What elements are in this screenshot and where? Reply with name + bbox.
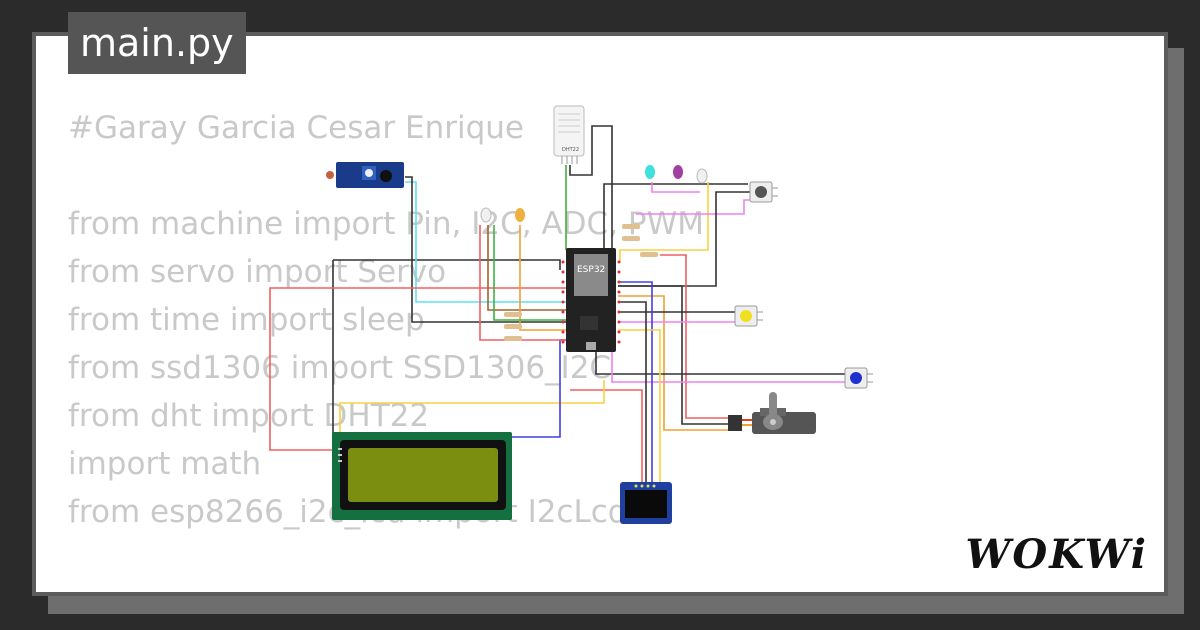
resistors bbox=[504, 224, 658, 341]
wire-orange bbox=[519, 225, 566, 331]
code-line: #Garay Garcia Cesar Enrique bbox=[68, 110, 524, 146]
servo-motor bbox=[728, 392, 816, 434]
code-line: from time import sleep bbox=[68, 302, 425, 338]
code-line: from machine import Pin, I2C, ADC, PWM bbox=[68, 206, 704, 242]
wire-pink bbox=[611, 340, 848, 383]
esp32-board: ESP32 bbox=[561, 248, 621, 352]
dht-label: DHT22 bbox=[562, 147, 579, 153]
code-line: OMAX = 0.8 bbox=[68, 584, 704, 592]
wire-black bbox=[333, 259, 561, 270]
wire-yellow bbox=[339, 380, 605, 455]
wire-pink bbox=[651, 182, 700, 193]
wire-red bbox=[269, 287, 566, 451]
code-background: #Garay Garcia Cesar Enrique from machine … bbox=[68, 104, 704, 592]
led-orange bbox=[515, 208, 525, 222]
pushbutton-blue[interactable] bbox=[844, 367, 873, 389]
led-cyan bbox=[645, 165, 655, 179]
wire-green bbox=[493, 225, 566, 321]
resistor bbox=[504, 336, 522, 341]
pushbutton-yellow[interactable] bbox=[734, 305, 763, 327]
resistor bbox=[504, 312, 522, 317]
resistor bbox=[504, 324, 522, 329]
wire-yellow bbox=[618, 329, 661, 482]
wire-blue bbox=[618, 281, 653, 482]
resistor bbox=[622, 236, 640, 241]
dht22-sensor: DHT22 bbox=[553, 105, 585, 164]
esp32-label: ESP32 bbox=[577, 265, 605, 275]
wire-black bbox=[405, 176, 566, 323]
file-tab[interactable]: main.py bbox=[68, 12, 246, 74]
ldr-module bbox=[326, 162, 404, 188]
wire-brown bbox=[487, 225, 566, 311]
wire-black bbox=[618, 301, 647, 482]
wire-black bbox=[603, 183, 748, 250]
wires bbox=[269, 125, 848, 482]
leds bbox=[480, 165, 708, 223]
wire-red bbox=[570, 389, 643, 482]
wire-red bbox=[479, 225, 566, 341]
wire-black bbox=[569, 125, 613, 250]
wire-pink bbox=[636, 199, 768, 215]
oled-display bbox=[620, 482, 672, 524]
wire-black bbox=[618, 285, 728, 425]
code-line: import math bbox=[68, 446, 262, 482]
led-white bbox=[696, 168, 708, 184]
wire-yellow bbox=[619, 182, 709, 262]
pushbutton-gray[interactable] bbox=[749, 181, 778, 203]
led-purple bbox=[673, 165, 683, 179]
wire-black bbox=[595, 352, 848, 375]
led-white bbox=[480, 207, 492, 223]
code-line: from ssd1306 import SSD1306_I2C bbox=[68, 350, 612, 386]
wire-red bbox=[660, 254, 728, 419]
lcd-display bbox=[332, 432, 512, 520]
resistor bbox=[622, 224, 640, 229]
wire-cyan bbox=[405, 181, 566, 303]
wire-orange bbox=[618, 295, 728, 431]
code-line: from dht import DHT22 bbox=[68, 398, 430, 434]
resistor bbox=[640, 252, 658, 257]
wokwi-logo: WOKWi bbox=[965, 531, 1148, 578]
wire-black bbox=[618, 191, 768, 287]
